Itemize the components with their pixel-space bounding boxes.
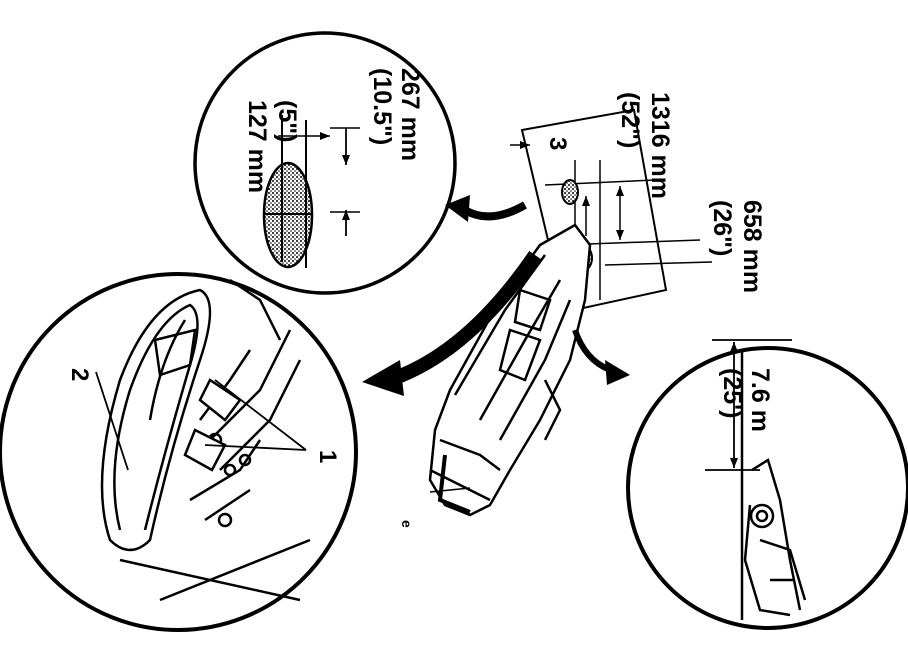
- svg-text:(52"): (52"): [616, 92, 644, 148]
- svg-text:127 mm: 127 mm: [243, 100, 271, 193]
- arrow-to-adjuster-detail: [362, 251, 541, 396]
- dim-658-label: 658 mm (26"): [708, 200, 766, 293]
- callout-3: 3: [544, 137, 571, 150]
- arrow-to-distance-detail: [572, 328, 630, 385]
- callout-e: e: [399, 520, 415, 528]
- svg-text:(5"): (5"): [273, 100, 301, 142]
- callout-2: 2: [66, 368, 93, 381]
- svg-text:267 mm: 267 mm: [396, 68, 424, 161]
- svg-text:(26"): (26"): [708, 200, 736, 256]
- dim-127-label: 127 mm (5"): [243, 100, 301, 193]
- arrow-to-beam-detail: [445, 195, 527, 222]
- adjuster-detail-circle: 1 2: [0, 272, 358, 632]
- distance-detail-circle: 7.6 m (25'): [626, 339, 908, 630]
- beam-spot-detail-circle: 267 mm (10.5") 127 mm (5"): [193, 31, 457, 295]
- beam-spot-ellipse: [262, 161, 314, 269]
- car-illustration: [428, 223, 592, 517]
- svg-text:7.6 m: 7.6 m: [746, 368, 774, 432]
- dim-76-label: 7.6 m (25'): [718, 368, 774, 432]
- dim-1316-label: 1316 mm (52"): [616, 92, 674, 199]
- callout-1: 1: [314, 450, 341, 463]
- dim-267-label: 267 mm (10.5"): [368, 68, 424, 161]
- svg-text:(25'): (25'): [718, 368, 746, 418]
- svg-text:658 mm: 658 mm: [738, 200, 766, 293]
- svg-text:(10.5"): (10.5"): [368, 68, 396, 145]
- svg-text:1316 mm: 1316 mm: [646, 92, 674, 199]
